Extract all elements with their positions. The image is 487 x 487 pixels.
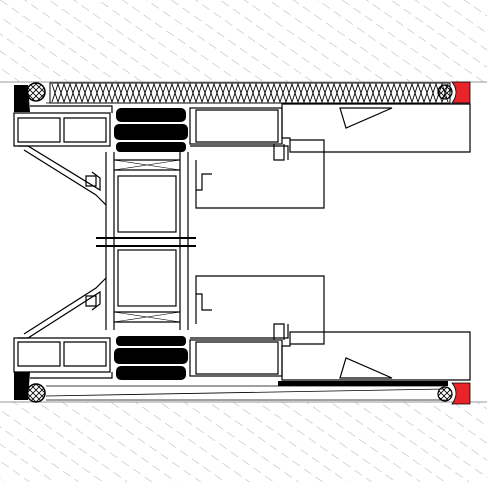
sealant-red-bottom (451, 382, 471, 405)
sash-profile-top (189, 103, 471, 209)
sash-profile-bottom (189, 275, 471, 381)
thermal-break-icon (114, 108, 188, 380)
central-mullion (96, 152, 196, 330)
gasket-left (14, 85, 30, 400)
sealant-red-top (451, 81, 471, 104)
insulation-strip-top (49, 82, 451, 104)
flashing-bottom (278, 381, 448, 386)
seal-profile-icon (26, 82, 453, 403)
bottom-gap-lines (45, 385, 446, 401)
outer-frame-bottom (13, 277, 113, 379)
wall-bottom (0, 401, 487, 482)
wall-top (0, 0, 487, 83)
outer-frame-top (13, 105, 113, 206)
